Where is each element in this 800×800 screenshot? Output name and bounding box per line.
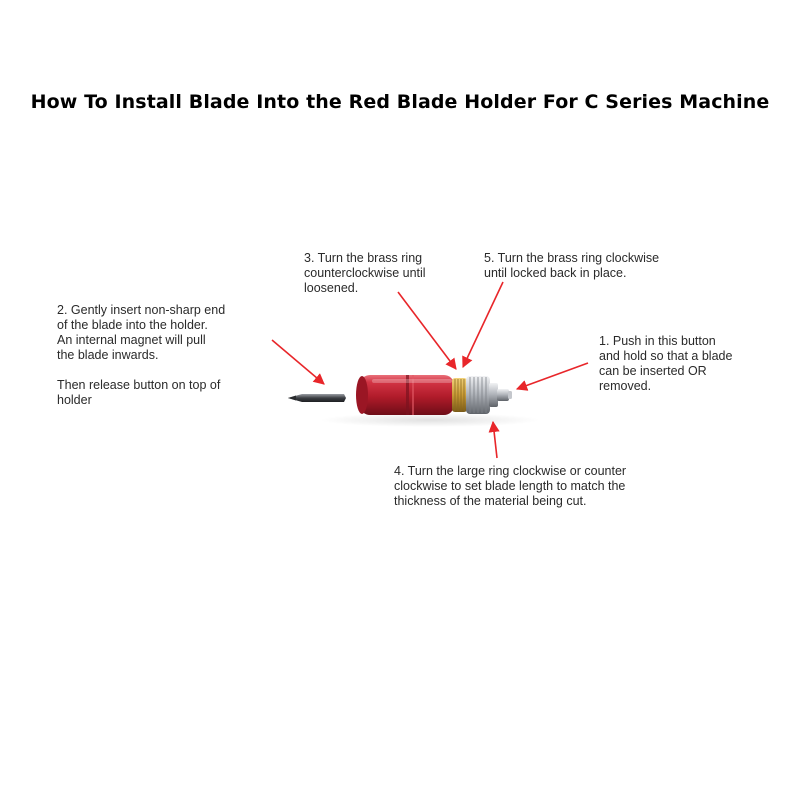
push-button (497, 389, 512, 401)
red-holder-body (356, 375, 454, 415)
arrow-step-3 (397, 291, 457, 370)
step-5-callout: 5. Turn the brass ring clockwise until l… (484, 251, 660, 280)
arrow-step-2 (271, 339, 325, 385)
page-title: How To Install Blade Into the Red Blade … (30, 91, 770, 113)
steel-collar (489, 383, 498, 407)
arrow-step-4 (488, 420, 500, 459)
arrow-step-5 (462, 281, 504, 369)
holder-shadow (320, 413, 540, 427)
blade (288, 394, 346, 402)
brass-ring (452, 378, 467, 412)
step-2-callout: 2. Gently insert non-sharp end of the bl… (57, 303, 226, 407)
step-1-callout: 1. Push in this button and hold so that … (599, 334, 733, 393)
arrow-step-1 (515, 362, 589, 391)
callout-arrows (271, 281, 589, 459)
step-3-callout: 3. Turn the brass ring counterclockwise … (304, 251, 426, 295)
step-4-callout: 4. Turn the large ring clockwise or coun… (394, 464, 627, 508)
large-adjustment-ring (466, 376, 490, 414)
